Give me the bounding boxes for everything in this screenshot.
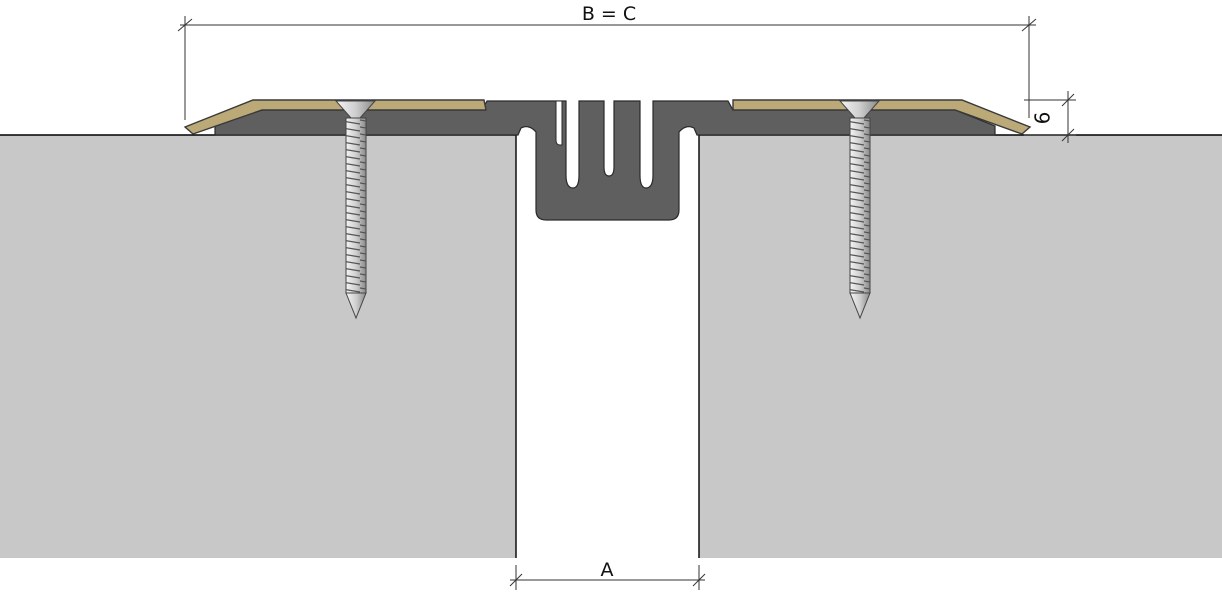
height-label: 9 (1030, 112, 1054, 125)
left-substrate-block (0, 135, 516, 558)
height-dimension (1024, 91, 1076, 143)
right-screw (838, 100, 881, 320)
gap-width-label: A (601, 559, 614, 581)
overall-width-dimension (177, 16, 1037, 120)
right-brass-cover-plate (732, 99, 1032, 135)
profile-folds (555, 100, 563, 146)
gap-width-dimension (509, 565, 706, 590)
overall-width-label: B = C (582, 3, 636, 25)
right-substrate-block (699, 135, 1222, 558)
left-screw (334, 100, 377, 320)
left-brass-cover-plate (183, 99, 487, 135)
rubber-expansion-profile (214, 100, 996, 221)
